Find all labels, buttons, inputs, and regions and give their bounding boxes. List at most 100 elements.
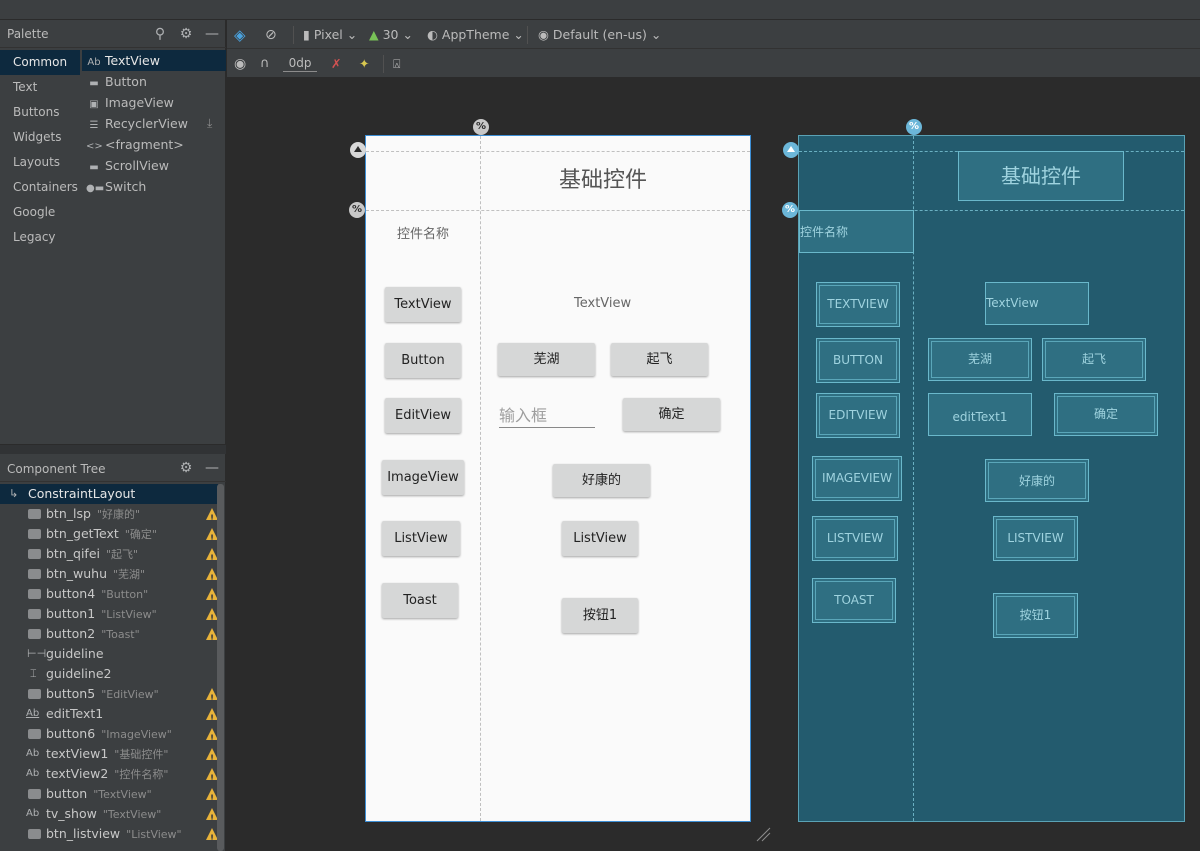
button-button-box[interactable]: BUTTON xyxy=(816,338,900,383)
textview-button-box[interactable]: TEXTVIEW xyxy=(816,282,900,327)
tree-row[interactable]: ⌶guideline2 xyxy=(0,664,218,684)
warning-icon[interactable] xyxy=(206,768,218,789)
device-selector[interactable]: ▮ Pixel ⌄ xyxy=(303,27,358,42)
minimize-icon[interactable]: — xyxy=(205,460,219,476)
warning-icon[interactable] xyxy=(206,688,218,709)
editview-button-box[interactable]: EDITVIEW xyxy=(816,393,900,438)
edit-text-box[interactable]: editText1 xyxy=(928,393,1032,436)
palette-category-common[interactable]: Common xyxy=(0,50,80,75)
warning-icon[interactable] xyxy=(206,508,218,529)
percent-handle-icon[interactable]: % xyxy=(473,119,489,135)
gear-icon[interactable]: ⚙ xyxy=(179,26,193,42)
button-button[interactable]: Button xyxy=(385,343,461,378)
resize-handle-icon[interactable] xyxy=(755,826,771,842)
button1-button-box[interactable]: 按钮1 xyxy=(993,593,1078,638)
api-selector[interactable]: ▲ 30 ⌄ xyxy=(369,27,413,42)
palette-item-button[interactable]: ▬Button xyxy=(86,71,224,92)
warning-icon[interactable] xyxy=(206,608,218,629)
guidelines-icon[interactable]: ⍓ xyxy=(393,56,401,71)
orientation-icon[interactable]: ⊘ xyxy=(265,27,277,43)
percent-handle-icon[interactable]: % xyxy=(349,202,365,218)
warning-icon[interactable] xyxy=(206,788,218,809)
tv-show-text[interactable]: TextView xyxy=(574,296,632,311)
toast-button-box[interactable]: TOAST xyxy=(812,578,896,623)
palette-item-scrollview[interactable]: ▬ScrollView xyxy=(86,155,224,176)
listview-button-box[interactable]: LISTVIEW xyxy=(812,516,898,561)
panel-splitter[interactable] xyxy=(0,444,226,454)
minimize-icon[interactable]: — xyxy=(205,26,219,42)
design-surface-icon[interactable]: ◈ xyxy=(234,26,246,44)
tv-show-box[interactable]: TextView xyxy=(985,282,1089,325)
palette-category-google[interactable]: Google xyxy=(13,205,56,219)
lsp-button-box[interactable]: 好康的 xyxy=(985,459,1089,502)
lsp-button[interactable]: 好康的 xyxy=(553,464,650,497)
qifei-button-box[interactable]: 起飞 xyxy=(1042,338,1146,381)
listview-button[interactable]: ListView xyxy=(382,521,460,556)
gear-icon[interactable]: ⚙ xyxy=(179,460,193,476)
palette-category-layouts[interactable]: Layouts xyxy=(13,155,61,169)
edit-text-field[interactable]: 输入框 xyxy=(499,402,595,428)
tree-row[interactable]: button2"Toast" xyxy=(0,624,218,649)
warning-icon[interactable] xyxy=(206,628,218,649)
tree-row-root[interactable]: ↳ ConstraintLayout xyxy=(0,484,218,504)
magnet-icon[interactable]: ∩ xyxy=(260,56,270,71)
warning-icon[interactable] xyxy=(206,708,218,729)
tree-scrollbar[interactable] xyxy=(217,484,224,851)
warning-icon[interactable] xyxy=(206,808,218,829)
palette-item-fragment[interactable]: <><fragment> xyxy=(86,134,224,155)
warning-icon[interactable] xyxy=(206,548,218,569)
warning-icon[interactable] xyxy=(206,568,218,589)
palette-item-switch[interactable]: ●▬Switch xyxy=(86,176,224,197)
tree-row[interactable]: btn_getText"确定" xyxy=(0,524,218,549)
design-surface[interactable]: 基础控件 控件名称 TextView Button EditView Image… xyxy=(365,135,751,822)
palette-category-widgets[interactable]: Widgets xyxy=(13,130,62,144)
toast-button[interactable]: Toast xyxy=(382,583,458,618)
eye-icon[interactable]: ◉ xyxy=(234,56,247,72)
tree-row[interactable]: button6"ImageView" xyxy=(0,724,218,749)
infer-constraints-icon[interactable]: ✦ xyxy=(359,56,370,71)
tree-row[interactable]: ⊢⊣guideline xyxy=(0,644,218,664)
confirm-button-box[interactable]: 确定 xyxy=(1054,393,1158,436)
qifei-button[interactable]: 起飞 xyxy=(611,343,708,376)
locale-selector[interactable]: ◉ Default (en-us) ⌄ xyxy=(538,27,662,42)
tree-row[interactable]: button4"Button" xyxy=(0,584,218,609)
guideline-arrow-icon[interactable] xyxy=(783,142,799,158)
warning-icon[interactable] xyxy=(206,588,218,609)
warning-icon[interactable] xyxy=(206,528,218,549)
palette-category-containers[interactable]: Containers xyxy=(13,180,78,194)
tree-row[interactable]: btn_lsp"好康的" xyxy=(0,504,218,529)
palette-item-imageview[interactable]: ▣ImageView xyxy=(86,92,224,113)
blueprint-surface[interactable]: 基础控件 控件名称 TEXTVIEW BUTTON EDITVIEW IMAGE… xyxy=(798,135,1185,822)
tree-row[interactable]: btn_wuhu"芜湖" xyxy=(0,564,218,589)
imageview-button-box[interactable]: IMAGEVIEW xyxy=(812,456,902,501)
tree-row[interactable]: btn_qifei"起飞" xyxy=(0,544,218,569)
listview-right-button-box[interactable]: LISTVIEW xyxy=(993,516,1078,561)
wuhu-button[interactable]: 芜湖 xyxy=(498,343,595,376)
title-text[interactable]: 基础控件 xyxy=(559,168,648,193)
clear-constraints-icon[interactable]: ✗ xyxy=(331,56,342,71)
percent-handle-icon[interactable]: % xyxy=(782,202,798,218)
palette-category-legacy[interactable]: Legacy xyxy=(13,230,56,244)
textview-button[interactable]: TextView xyxy=(385,287,461,322)
warning-icon[interactable] xyxy=(206,828,218,849)
search-icon[interactable]: ⚲ xyxy=(154,26,166,42)
warning-icon[interactable] xyxy=(206,728,218,749)
warning-icon[interactable] xyxy=(206,748,218,769)
tree-row[interactable]: button5"EditView" xyxy=(0,684,218,709)
listview-right-button[interactable]: ListView xyxy=(562,521,638,556)
theme-selector[interactable]: ◐ AppTheme ⌄ xyxy=(427,27,524,42)
palette-category-text[interactable]: Text xyxy=(13,80,38,94)
button1-button[interactable]: 按钮1 xyxy=(562,598,638,633)
title-text-box[interactable]: 基础控件 xyxy=(958,151,1124,201)
palette-item-recyclerview[interactable]: ☰RecyclerView xyxy=(86,113,224,134)
control-name-label[interactable]: 控件名称 xyxy=(397,227,450,242)
download-icon[interactable]: ⤓ xyxy=(207,116,213,130)
imageview-button[interactable]: ImageView xyxy=(382,460,464,495)
tree-row[interactable]: btn_listview"ListView" xyxy=(0,824,218,849)
guideline-arrow-icon[interactable] xyxy=(350,142,366,158)
